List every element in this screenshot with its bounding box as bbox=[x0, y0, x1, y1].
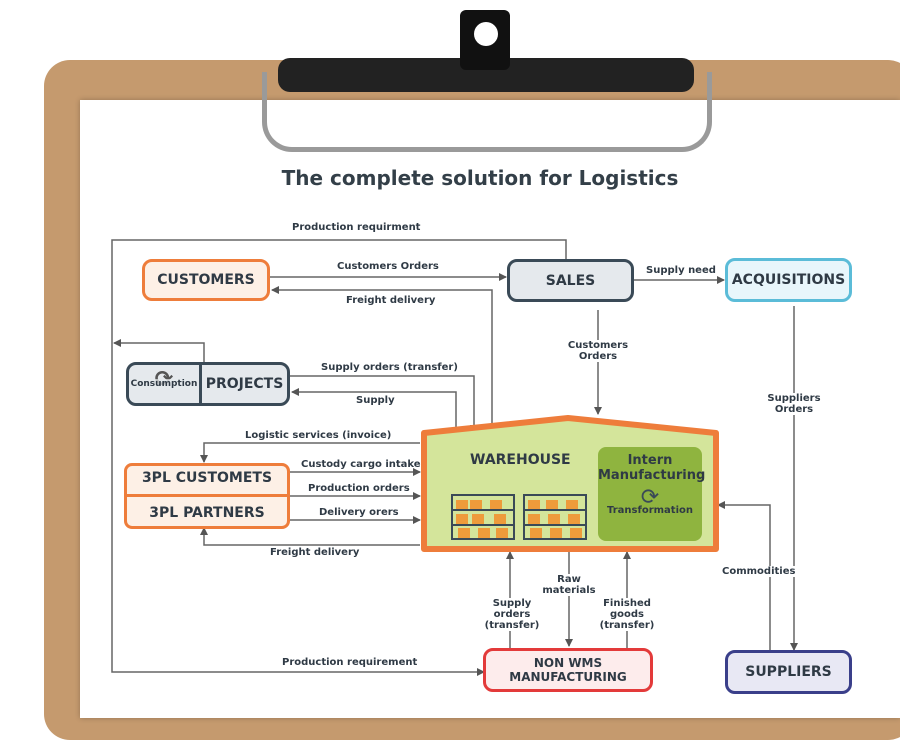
label-logistic-services: Logistic services (invoice) bbox=[245, 430, 392, 441]
non-wms-label: NON WMS MANUFACTURING bbox=[509, 656, 627, 684]
sales-label: SALES bbox=[545, 272, 596, 289]
label-production-req-top: Production requirment bbox=[292, 222, 421, 233]
suppliers-node: SUPPLIERS bbox=[725, 650, 852, 694]
edge-freight-top bbox=[271, 286, 493, 432]
tpl-customers-cell: 3PL CUSTOMETS bbox=[127, 463, 287, 497]
edge-projects-left bbox=[113, 339, 205, 362]
sales-node: SALES bbox=[507, 259, 634, 302]
connector-layer bbox=[111, 239, 798, 676]
intern-manufacturing-label: Intern Manufacturing bbox=[598, 453, 706, 483]
label-production-orders: Production orders bbox=[308, 483, 410, 494]
transformation-cycle-icon: ⟳ bbox=[640, 485, 660, 510]
consumption-cell: ⟳ Consumption bbox=[129, 365, 202, 403]
label-finished-goods: Finished goods (transfer) bbox=[598, 598, 656, 631]
customers-node: CUSTOMERS bbox=[142, 259, 270, 301]
label-commodities: Commodities bbox=[722, 566, 796, 577]
edge-supply bbox=[291, 388, 457, 432]
clip-wire bbox=[262, 72, 712, 152]
edge-freight-bottom bbox=[200, 527, 420, 546]
label-delivery: Delivery orers bbox=[319, 507, 399, 518]
tpl-group: 3PL CUSTOMETS 3PL PARTNERS bbox=[124, 463, 290, 529]
customers-label: CUSTOMERS bbox=[157, 272, 255, 288]
projects-label: PROJECTS bbox=[205, 376, 284, 392]
label-supply-orders-2: Supply orders (transfer) bbox=[484, 598, 540, 631]
label-raw-materials: Raw materials bbox=[540, 574, 598, 596]
label-suppliers-orders: Suppliers Orders bbox=[766, 393, 822, 415]
label-supply-need: Supply need bbox=[646, 265, 716, 276]
label-production-req-bottom: Production requirement bbox=[282, 657, 418, 668]
suppliers-label: SUPPLIERS bbox=[745, 664, 832, 680]
label-freight-top: Freight delivery bbox=[346, 295, 436, 306]
edge-production-req-top bbox=[111, 239, 567, 676]
edge-commodities bbox=[717, 501, 771, 650]
label-customers-orders: Customers Orders bbox=[337, 261, 439, 272]
label-supply: Supply bbox=[356, 395, 395, 406]
label-customers-orders-down: Customers Orders bbox=[565, 340, 631, 362]
intern-manufacturing-node: Intern Manufacturing ⟳ Transformation bbox=[598, 447, 706, 541]
projects-node: ⟳ Consumption PROJECTS bbox=[126, 362, 290, 406]
acquisitions-label: ACQUISITIONS bbox=[731, 272, 846, 288]
label-supply-orders: Supply orders (transfer) bbox=[321, 362, 458, 373]
edge-logistic-services bbox=[200, 442, 420, 463]
label-freight-bottom: Freight delivery bbox=[270, 547, 360, 558]
diagram-title: The complete solution for Logistics bbox=[281, 166, 679, 190]
warehouse-label: WAREHOUSE bbox=[470, 452, 571, 468]
clip-hole bbox=[474, 22, 498, 46]
clip-tab bbox=[460, 10, 510, 70]
tpl-partners-cell: 3PL PARTNERS bbox=[149, 505, 265, 521]
warehouse-shelves bbox=[451, 494, 587, 540]
acquisitions-node: ACQUISITIONS bbox=[725, 258, 852, 302]
non-wms-node: NON WMS MANUFACTURING bbox=[483, 648, 653, 692]
label-custody: Custody cargo intake bbox=[301, 459, 421, 470]
consumption-label: Consumption bbox=[130, 379, 198, 389]
edge-supply-orders bbox=[290, 375, 478, 433]
transformation-label: Transformation bbox=[607, 505, 693, 516]
